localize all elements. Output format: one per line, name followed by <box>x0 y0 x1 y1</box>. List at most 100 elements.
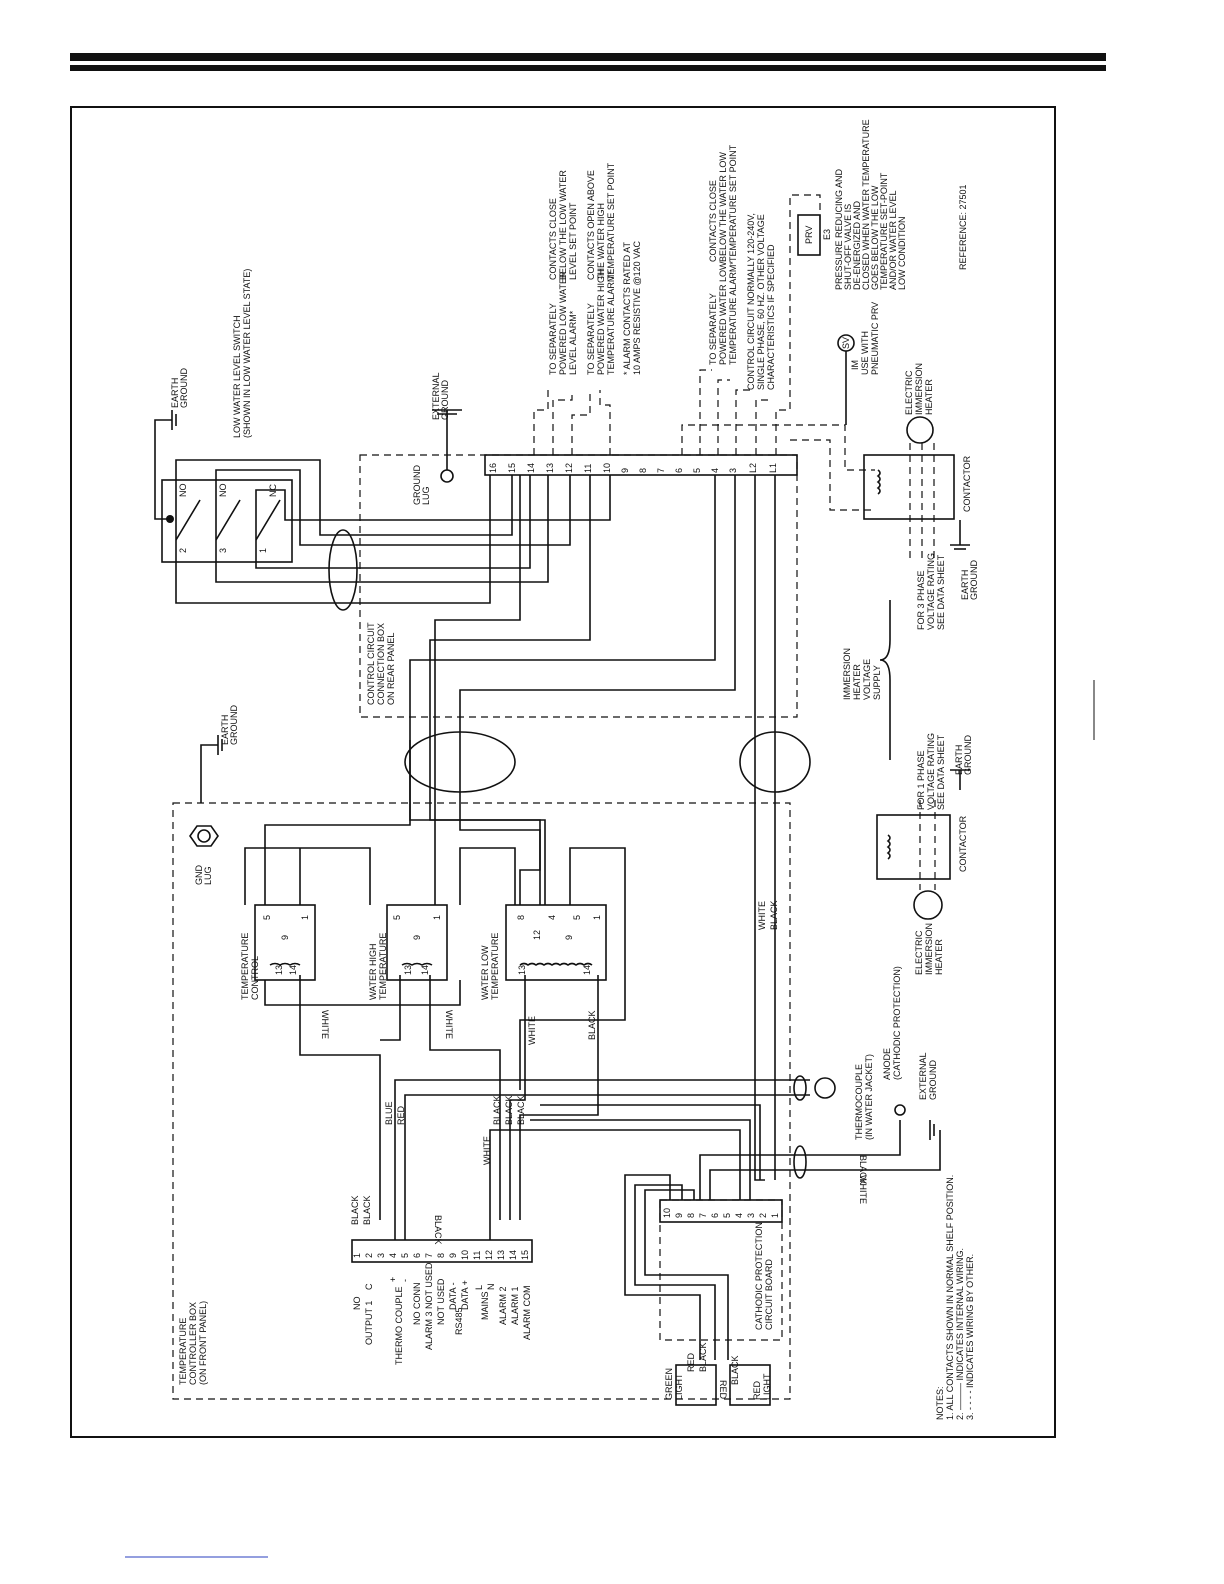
alarm-low-temp-contacts-1: CONTACTS CLOSE <box>708 180 718 262</box>
prv-note-1: PRESSURE REDUCING AND <box>834 168 844 290</box>
terminal-6: 6 <box>674 468 684 473</box>
ct-2: 2 <box>364 1253 374 1258</box>
row-alarm2: ALARM 2 <box>498 1286 508 1325</box>
lt-pin-1: 1 <box>592 915 602 920</box>
control-pins: 5 9 1 13 14 5 9 1 13 14 8 4 5 1 12 9 13 … <box>262 915 602 975</box>
note-3: 3. - - - - INDICATES WIRING BY OTHER. <box>965 1254 975 1420</box>
green-light-2: LIGHT <box>674 1373 684 1400</box>
single-phase-heater: FOR 1 PHASE VOLTAGE RATING SEE DATA SHEE… <box>876 733 973 975</box>
thermocouple-1: THERMOCOUPLE <box>854 1064 864 1140</box>
wire-black-5: BLACK <box>516 1095 526 1125</box>
tc-pin-13: 13 <box>274 965 284 975</box>
lt-pin-12: 12 <box>532 930 542 940</box>
light-wire-black: BLACK <box>698 1342 708 1372</box>
wire-black-2: BLACK <box>769 900 779 930</box>
wire-black-8: BLACK <box>433 1215 443 1245</box>
terminal-L1: L1 <box>768 463 778 473</box>
pneumatic-note-3: PNEUMATIC PRV <box>870 302 880 375</box>
heater-1ph-1: ELECTRIC <box>914 930 924 975</box>
header-bar-top <box>70 53 1106 61</box>
earth-ground-3ph-1: EARTH <box>960 570 970 600</box>
terminal-4: 4 <box>710 468 720 473</box>
ct-6: 6 <box>412 1253 422 1258</box>
diagram-frame <box>70 106 1056 1438</box>
one-phase-1: FOR 1 PHASE <box>916 750 926 810</box>
cp-10: 10 <box>662 1208 672 1218</box>
notes-title: NOTES: <box>935 1386 945 1420</box>
ground-lug: GROUND LUG EXTERNAL GROUND <box>412 372 462 505</box>
row-alarm3: ALARM 3 NOT USED <box>424 1262 434 1350</box>
wire-black-7: BLACK <box>362 1195 372 1225</box>
terminal-3: 3 <box>728 468 738 473</box>
row-alarm1: ALARM 1 <box>510 1286 520 1325</box>
prv-note-2: SHUT-OFF VALVE IS <box>843 204 853 290</box>
one-phase-2: VOLTAGE RATING <box>926 733 936 810</box>
wire-black-3: BLACK <box>492 1095 502 1125</box>
lws-contact-4: 2 <box>178 548 188 553</box>
box-earth-1: EARTH <box>220 715 230 745</box>
alarm-high-temp-1: TO SEPARATELY <box>586 303 596 375</box>
alarm-low-water-contacts-1: CONTACTS CLOSE <box>548 198 558 280</box>
ct-4: 4 <box>388 1253 398 1258</box>
light-wires <box>624 1174 771 1406</box>
ct-12: 12 <box>484 1250 494 1260</box>
alarm-high-temp-contacts-2: THE WATER HIGH <box>596 203 606 280</box>
earth-ground-symbol: EARTH GROUND <box>154 368 189 520</box>
wire-black-4: BLACK <box>504 1095 514 1125</box>
ct-8: 8 <box>436 1253 446 1258</box>
row-l: L <box>474 1285 484 1290</box>
alarm-high-temp-3: TEMPERATURE ALARM* <box>606 271 616 375</box>
ct-15: 15 <box>520 1250 530 1260</box>
ht-pin-1: 1 <box>432 915 442 920</box>
cp-3: 3 <box>746 1213 756 1218</box>
alarm-low-water-1: TO SEPARATELY <box>548 303 558 375</box>
cp-8: 8 <box>686 1213 696 1218</box>
controller-box-2: CONTROLLER BOX <box>188 1302 198 1385</box>
lt-pin-13: 13 <box>517 965 527 975</box>
external-ground-top-2: GROUND <box>440 380 450 420</box>
terminal-13: 13 <box>545 463 555 473</box>
controller-row-labels: NO C + - NO CONN ALARM 3 NOT USED NOT US… <box>352 1262 532 1365</box>
ct-3: 3 <box>376 1253 386 1258</box>
green-light-1: GREEN <box>664 1368 674 1400</box>
anode: ANODE (CATHODIC PROTECTION) <box>882 966 906 1116</box>
thermocouple-clamp <box>793 1075 807 1101</box>
e3-label: E3 <box>822 229 832 240</box>
ht-pin-5: 5 <box>392 915 402 920</box>
note-1: 1. ALL CONTACTS SHOWN IN NORMAL SHELF PO… <box>945 1175 955 1420</box>
water-high-temperature-control: WATER HIGH TEMPERATURE <box>368 904 448 1001</box>
cp-terminal-strip <box>659 1199 783 1223</box>
wire-white-2: WHITE <box>444 1010 454 1039</box>
high-temp-1: WATER HIGH <box>368 944 378 1001</box>
cp-9: 9 <box>674 1213 684 1218</box>
box-earth-ground: EARTH GROUND GND LUG <box>189 705 239 885</box>
heater-3ph-3: HEATER <box>924 379 934 415</box>
cp-terminal-labels: 10 9 8 7 6 5 4 3 2 1 <box>662 1208 780 1218</box>
prv-note-4: CLOSED WHEN WATER TEMPERATURE <box>861 119 871 290</box>
lt-pin-9: 9 <box>564 935 574 940</box>
light-wire-red: RED <box>686 1352 696 1372</box>
heater-3ph-2: IMMERSION <box>914 363 924 415</box>
ct-13: 13 <box>496 1250 506 1260</box>
supply-2: HEATER <box>852 664 862 700</box>
earth-ground-2: GROUND <box>179 368 189 408</box>
ct-14: 14 <box>508 1250 518 1260</box>
temp-control-2: CONTROL <box>250 956 260 1000</box>
light-wire-red-2: RED <box>718 1380 728 1400</box>
heater-3ph-1: ELECTRIC <box>904 370 914 415</box>
cp-2: 2 <box>758 1213 768 1218</box>
lt-pin-4: 4 <box>547 915 557 920</box>
row-no-conn: NO CONN <box>412 1283 422 1326</box>
alarm-wiring <box>533 194 875 511</box>
tc-pin-14: 14 <box>288 965 298 975</box>
prv-note-8: LOW CONDITION <box>897 217 907 291</box>
light-wire-black-2: BLACK <box>730 1355 740 1385</box>
wire-color-labels: WHITE WHITE WHITE BLACK WHITE BLACK BLUE… <box>320 900 868 1244</box>
low-temp-2: TEMPERATURE <box>490 933 500 1000</box>
cp-6: 6 <box>710 1213 720 1218</box>
ct-5: 5 <box>400 1253 410 1258</box>
external-ground-bottom: EXTERNAL GROUND <box>918 1052 938 1140</box>
lws-contact-1: NO <box>178 484 188 498</box>
alarm-notes: TO SEPARATELY POWERED LOW WATER LEVEL AL… <box>548 144 776 390</box>
water-low-temperature-control: WATER LOW TEMPERATURE <box>480 904 607 1000</box>
